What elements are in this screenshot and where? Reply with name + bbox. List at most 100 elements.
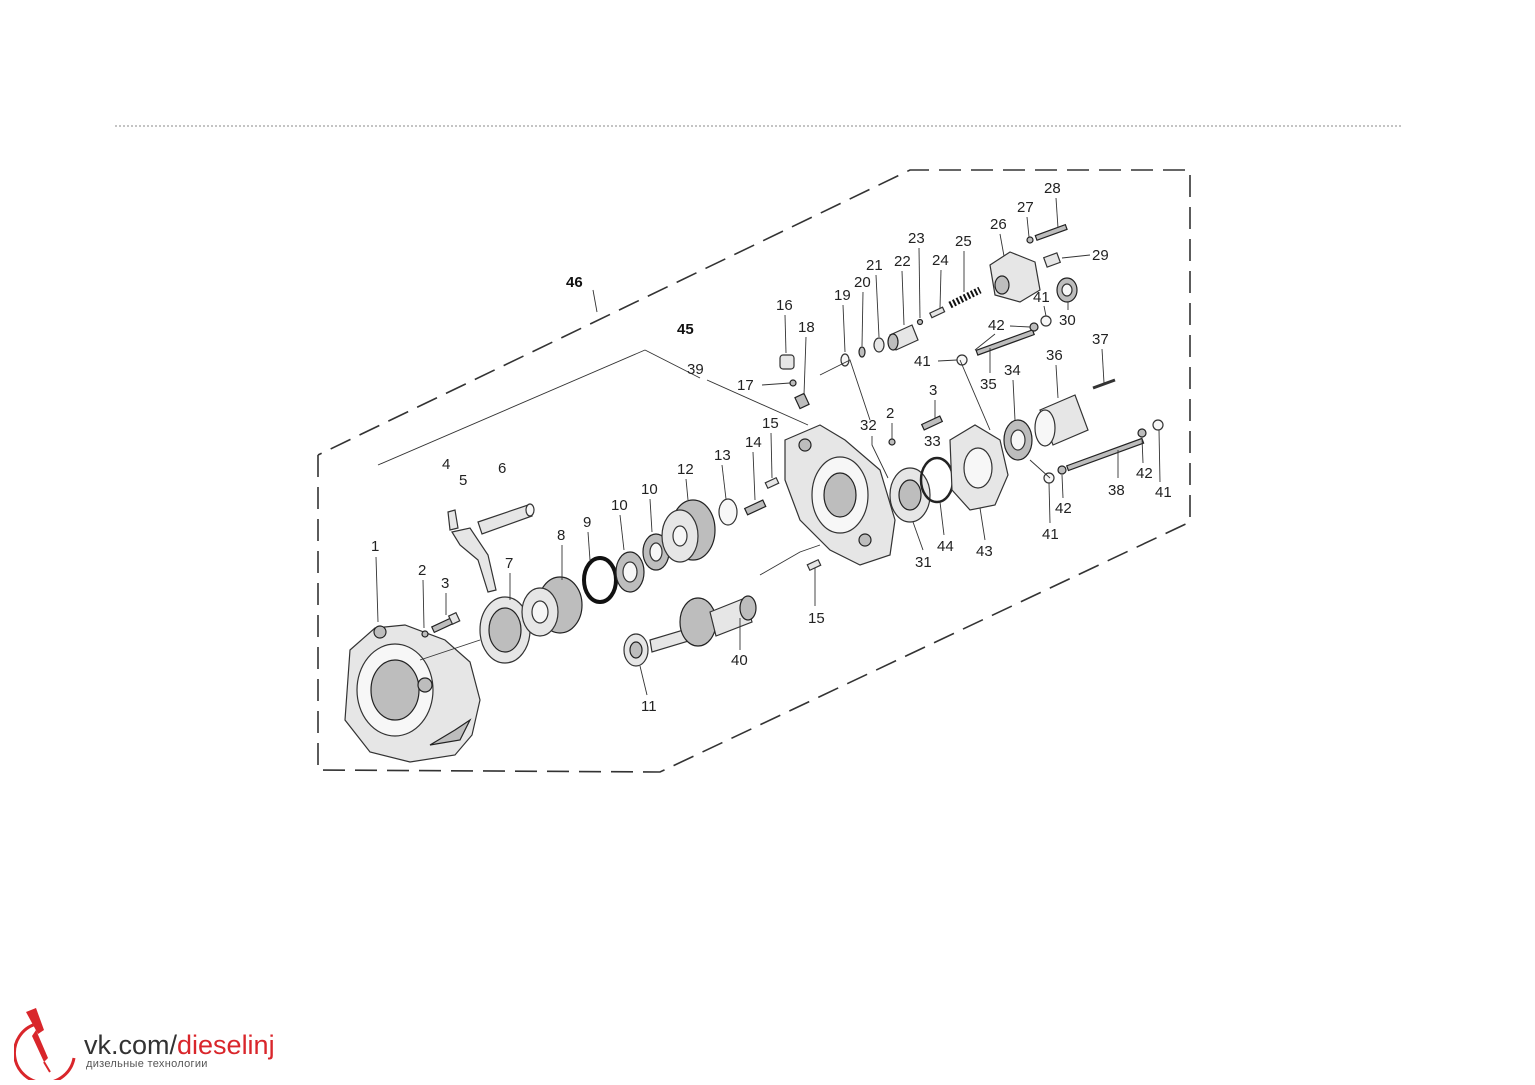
assembly-line-45 xyxy=(377,349,646,466)
part-ring-20 xyxy=(858,346,866,358)
label-14: 14 xyxy=(745,434,762,451)
label-2b: 2 xyxy=(886,405,894,422)
label-21: 21 xyxy=(866,257,883,274)
label-41b: 41 xyxy=(914,353,931,370)
watermark-tagline: дизельные технологии xyxy=(86,1058,208,1070)
label-29: 29 xyxy=(1092,247,1109,264)
label-1: 1 xyxy=(371,538,379,555)
part-bearing-34 xyxy=(1003,419,1033,461)
label-39: 39 xyxy=(687,361,704,378)
part-plug-30 xyxy=(1056,277,1078,303)
label-33: 33 xyxy=(924,433,941,450)
part-pin-6 xyxy=(477,503,535,535)
part-dowel-15b xyxy=(806,558,822,572)
part-roller-bearing-10a xyxy=(615,551,645,593)
label-37: 37 xyxy=(1092,331,1109,348)
assembly-line-45b xyxy=(644,349,701,379)
label-26: 26 xyxy=(990,216,1007,233)
part-gear-8 xyxy=(521,576,583,637)
part-nut-41a xyxy=(1040,315,1052,327)
label-42b: 42 xyxy=(1055,500,1072,517)
label-13: 13 xyxy=(714,447,731,464)
label-42c: 42 xyxy=(1136,465,1153,482)
label-43: 43 xyxy=(976,543,993,560)
part-ball-23 xyxy=(916,318,924,326)
label-45: 45 xyxy=(677,321,694,338)
part-washer-42b xyxy=(1057,465,1067,475)
label-3: 3 xyxy=(441,575,449,592)
label-5: 5 xyxy=(459,472,467,489)
label-19: 19 xyxy=(834,287,851,304)
label-8: 8 xyxy=(557,527,565,544)
label-41a: 41 xyxy=(1033,289,1050,306)
label-31: 31 xyxy=(915,554,932,571)
label-22: 22 xyxy=(894,253,911,270)
part-shift-fork xyxy=(447,509,497,593)
part-nut-41b xyxy=(956,354,968,366)
part-flange-43 xyxy=(949,424,1009,511)
centerline-a xyxy=(419,639,481,661)
label-12: 12 xyxy=(677,461,694,478)
label-23: 23 xyxy=(908,230,925,247)
part-cap-16 xyxy=(779,354,795,370)
label-20: 20 xyxy=(854,274,871,291)
label-9: 9 xyxy=(583,514,591,531)
label-30: 30 xyxy=(1059,312,1076,329)
part-sleeve-36 xyxy=(1034,394,1089,447)
part-main-housing xyxy=(784,424,896,566)
part-washer-left xyxy=(421,630,429,638)
part-seal-21 xyxy=(873,337,885,353)
label-17: 17 xyxy=(737,377,754,394)
centerline-c xyxy=(819,359,871,421)
label-41c: 41 xyxy=(1042,526,1059,543)
label-32: 32 xyxy=(860,417,877,434)
part-pin-37 xyxy=(1092,378,1116,390)
label-27: 27 xyxy=(1017,199,1034,216)
part-valve-18 xyxy=(794,392,810,410)
part-plunger-24 xyxy=(929,306,946,319)
centerline-e xyxy=(1029,459,1051,479)
watermark-site: vk.com/dieselinj xyxy=(84,1030,275,1061)
label-41d: 41 xyxy=(1155,484,1172,501)
label-2: 2 xyxy=(418,562,426,579)
label-16: 16 xyxy=(776,297,793,314)
part-valve-body-26 xyxy=(989,251,1041,303)
part-oring-9 xyxy=(582,556,618,604)
label-15b: 15 xyxy=(808,610,825,627)
part-dowel-15a xyxy=(764,476,780,490)
part-washer-42c xyxy=(1137,428,1147,438)
label-7: 7 xyxy=(505,555,513,572)
label-3b: 3 xyxy=(929,382,937,399)
label-44: 44 xyxy=(937,538,954,555)
label-34: 34 xyxy=(1004,362,1021,379)
part-bolt-28 xyxy=(1034,223,1068,242)
part-shaft-gear-40 xyxy=(649,595,757,653)
label-15a: 15 xyxy=(762,415,779,432)
watermark-name: dieselinj xyxy=(177,1030,275,1060)
part-fitting-29 xyxy=(1042,252,1062,268)
centerline-b xyxy=(759,544,821,576)
watermark-prefix: vk.com/ xyxy=(84,1030,178,1060)
part-washer-27 xyxy=(1026,236,1034,244)
label-4: 4 xyxy=(442,456,450,473)
part-ball-17 xyxy=(789,379,797,387)
label-10b: 10 xyxy=(641,481,658,498)
part-housing-cover xyxy=(344,624,481,763)
label-11: 11 xyxy=(641,698,657,715)
injector-logo-icon xyxy=(14,1008,76,1080)
leader-46 xyxy=(592,289,598,313)
label-38: 38 xyxy=(1108,482,1125,499)
part-spring-25 xyxy=(948,286,982,309)
label-10a: 10 xyxy=(611,497,628,514)
part-sleeve-22 xyxy=(887,324,919,351)
part-washer-right xyxy=(888,438,896,446)
label-36: 36 xyxy=(1046,347,1063,364)
label-18: 18 xyxy=(798,319,815,336)
part-gear-12 xyxy=(661,499,716,563)
label-35: 35 xyxy=(980,376,997,393)
part-rod-38 xyxy=(1065,437,1145,472)
part-stud-14 xyxy=(743,499,767,516)
part-washer-42a xyxy=(1029,322,1039,332)
